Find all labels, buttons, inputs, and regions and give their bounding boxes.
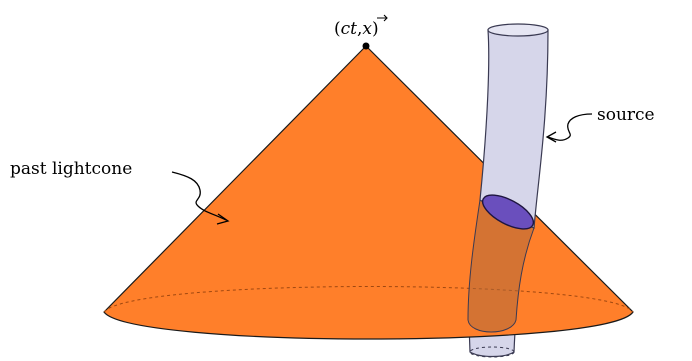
past-lightcone-pointer-icon [171,171,227,221]
vector-arrow-icon [377,14,388,22]
event-point [362,42,370,50]
past-lightcone [103,45,634,340]
arrowhead-icon [216,213,230,225]
source-label: source [597,105,655,125]
source-tube-inside-cone [467,199,535,333]
source-pointer-icon [547,113,593,141]
source-tube-top-cap [487,23,549,37]
arrowhead-icon [545,131,557,143]
svg-text:(ct,x): (ct,x) [334,19,379,39]
event-label: (ct,x) [334,14,388,39]
source-tube [479,23,549,229]
past-lightcone-label: past lightcone [10,159,132,179]
cone-base-hidden-edge [103,286,634,313]
intersection-cross-section [481,194,535,230]
